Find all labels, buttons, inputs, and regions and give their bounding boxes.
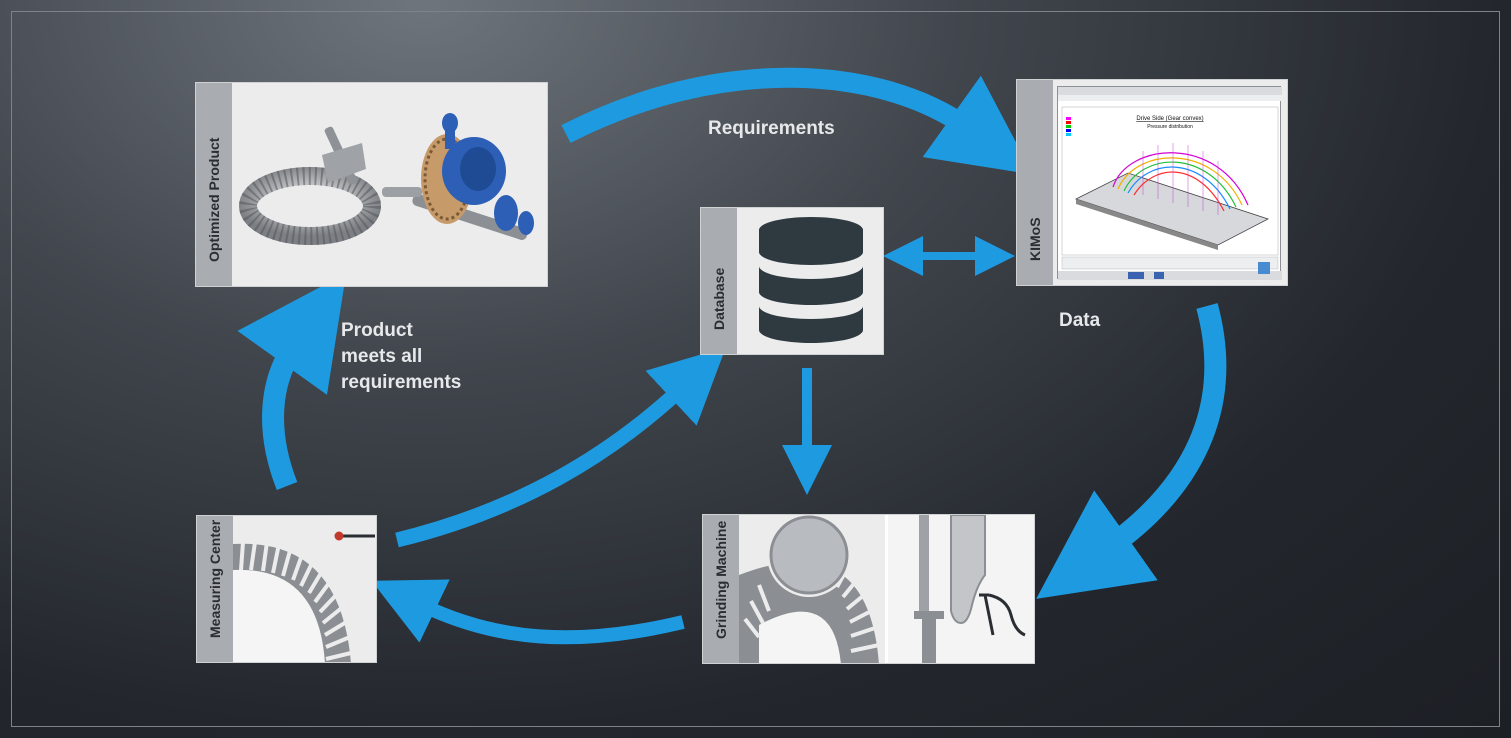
arrow-measuring-to-product <box>237 273 347 491</box>
optimized-product-tab: Optimized Product <box>196 83 232 286</box>
arrow-grinding-to-measuring <box>371 579 685 645</box>
product-meets-requirements-label: Product meets all requirements <box>341 318 461 396</box>
database-tab: Database <box>701 208 737 354</box>
kimos-label: KIMoS <box>1027 217 1043 261</box>
arrow-measuring-to-database <box>395 347 726 548</box>
kimos-tab: KIMoS <box>1017 80 1053 285</box>
requirements-label: Requirements <box>708 118 835 139</box>
grinding-image <box>739 515 1034 663</box>
data-label: Data <box>1059 310 1101 331</box>
measuring-center-label: Measuring Center <box>207 519 223 638</box>
database-box: Database <box>700 207 884 355</box>
database-label: Database <box>711 267 727 330</box>
database-icon <box>737 208 883 354</box>
product-meets-line-1: Product <box>341 320 413 341</box>
grinding-machine-tab: Grinding Machine <box>703 515 739 663</box>
kimos-box: KIMoS Drive Side (Gear convex) Pressure … <box>1016 79 1288 286</box>
arrow-kimos-to-grinding <box>1036 303 1227 599</box>
optimized-product-label: Optimized Product <box>206 137 222 262</box>
grinding-machine-box: Grinding Machine <box>702 514 1035 664</box>
gearbox-assembly <box>382 113 534 240</box>
measuring-center-tab: Measuring Center <box>197 516 233 662</box>
gears-image <box>232 83 547 286</box>
kimos-screenshot: Drive Side (Gear convex) Pressure distri… <box>1057 86 1282 280</box>
optimized-product-box: Optimized Product <box>195 82 548 287</box>
grinding-machine-label: Grinding Machine <box>713 520 729 639</box>
kimos-plot-title: Drive Side (Gear convex) <box>1136 116 1203 122</box>
kimos-plot-subtitle: Pressure distribution <box>1147 124 1193 130</box>
arrow-product-to-kimos <box>561 67 1034 175</box>
product-meets-line-3: requirements <box>341 372 462 393</box>
product-meets-line-2: meets all <box>341 346 423 367</box>
measuring-probe-image <box>233 516 376 662</box>
measuring-center-box: Measuring Center <box>196 515 377 663</box>
